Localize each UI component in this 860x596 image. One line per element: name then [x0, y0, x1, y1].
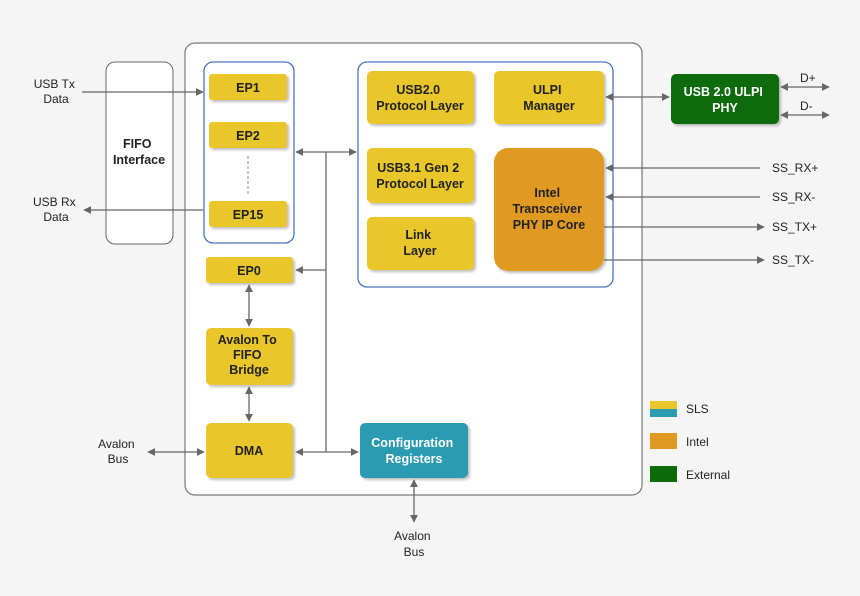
legend-sls-swatch-top	[650, 401, 677, 409]
config-registers-label: Configuration Registers	[371, 436, 456, 466]
endpoint-group	[203, 61, 295, 244]
legend-intel-swatch	[650, 433, 677, 449]
ep0-label: EP0	[237, 264, 261, 278]
ss-rx-plus-label: SS_RX+	[772, 161, 818, 175]
dma-block	[206, 423, 293, 478]
ss-rx-minus-label: SS_RX-	[772, 190, 815, 204]
config-registers-block	[360, 423, 468, 478]
ep15-block	[209, 201, 287, 227]
usb2-ulpi-phy-label: USB 2.0 ULPI PHY	[684, 85, 767, 115]
link-layer-block	[367, 217, 474, 270]
usb2-protocol-block	[367, 71, 474, 124]
connectors	[82, 83, 830, 523]
ep2-label: EP2	[236, 129, 260, 143]
avalon-fifo-bridge-label: Avalon To FIFO Bridge	[218, 333, 281, 377]
usb31-protocol-block	[367, 148, 474, 203]
usb2-protocol-label: USB2.0 Protocol Layer	[376, 83, 464, 113]
d-minus-label: D-	[800, 99, 813, 113]
ep2-block	[209, 122, 287, 148]
avalon-bus-bottom-label: Avalon Bus	[394, 529, 434, 559]
usb-tx-label: USB Tx Data	[34, 77, 78, 106]
ep0-block	[206, 257, 293, 283]
fifo-interface-block	[105, 61, 174, 245]
legend-external-label: External	[686, 468, 730, 482]
usb-rx-label: USB Rx Data	[33, 195, 79, 224]
legend: SLS Intel External	[650, 401, 730, 482]
dma-label: DMA	[235, 444, 263, 458]
ss-tx-minus-label: SS_TX-	[772, 253, 814, 267]
legend-intel-label: Intel	[686, 435, 709, 449]
ep1-label: EP1	[236, 81, 260, 95]
intel-phy-block	[494, 148, 604, 271]
ep15-label: EP15	[233, 208, 264, 222]
ss-tx-plus-label: SS_TX+	[772, 220, 817, 234]
usb31-protocol-label: USB3.1 Gen 2 Protocol Layer	[376, 161, 464, 191]
avalon-fifo-bridge-block	[206, 328, 293, 385]
ep1-block	[209, 74, 287, 100]
fifo-interface-label: FIFO Interface	[113, 137, 165, 167]
d-plus-label: D+	[800, 71, 816, 85]
intel-phy-label: Intel Transceiver PHY IP Core	[513, 186, 586, 232]
ulpi-manager-block	[494, 71, 604, 124]
link-layer-label: Link Layer	[403, 228, 436, 258]
legend-sls-swatch-bottom	[650, 409, 677, 417]
avalon-bus-left-label: Avalon Bus	[98, 437, 138, 466]
legend-external-swatch	[650, 466, 677, 482]
usb2-ulpi-phy-block	[671, 74, 779, 124]
ulpi-manager-label: ULPI Manager	[523, 83, 575, 113]
legend-sls-label: SLS	[686, 402, 709, 416]
